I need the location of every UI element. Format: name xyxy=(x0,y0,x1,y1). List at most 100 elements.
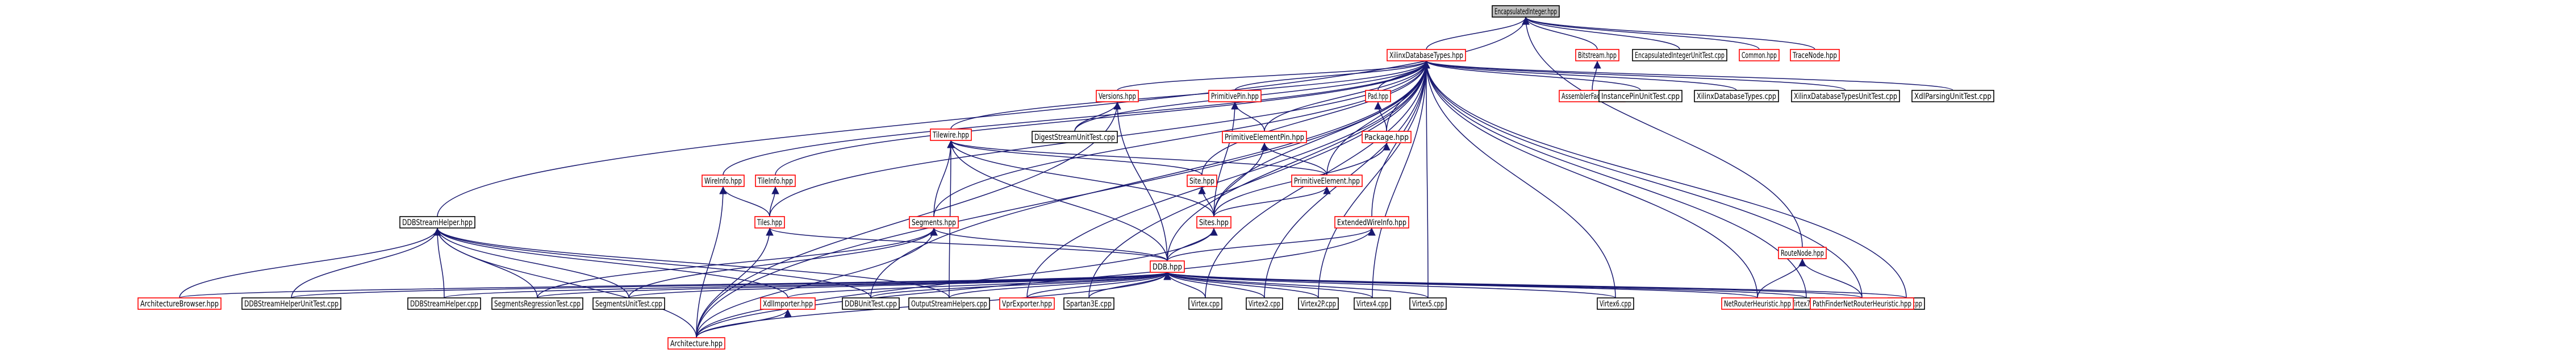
edge-virtexe-to-ddb xyxy=(1164,272,1907,298)
node-virtex6[interactable]: Virtex6.cpp xyxy=(1597,297,1634,310)
edge-outputstream-to-ddb xyxy=(949,272,1171,298)
edge-virtex6-to-xilinxdb xyxy=(1422,60,1616,298)
node-virtex5[interactable]: Virtex5.cpp xyxy=(1409,297,1447,310)
node-box xyxy=(1246,297,1283,310)
node-virtex2p[interactable]: Virtex2P.cpp xyxy=(1298,297,1339,310)
node-ddb[interactable]: DDB.hpp xyxy=(1150,260,1185,273)
node-common[interactable]: Common.hpp xyxy=(1739,49,1780,61)
node-archbrowser[interactable]: ArchitectureBrowser.hpp xyxy=(137,297,222,310)
node-label: Tilewire.hpp xyxy=(932,131,969,140)
node-tiles[interactable]: Tiles.hpp xyxy=(754,216,785,229)
node-primpin[interactable]: PrimitivePin.hpp xyxy=(1208,90,1262,102)
node-ddbunit[interactable]: DDBUnitTest.cpp xyxy=(842,297,900,310)
node-segunit[interactable]: SegmentsUnitTest.cpp xyxy=(592,297,665,310)
node-label: PrimitiveElement.hpp xyxy=(1294,177,1360,186)
node-box xyxy=(1694,90,1779,102)
edge-primelem-to-primelempin xyxy=(1260,142,1327,176)
node-segments[interactable]: Segments.hpp xyxy=(909,216,959,229)
edge-sites-to-primpin xyxy=(1213,101,1239,217)
node-primelempin[interactable]: PrimitiveElementPin.hpp xyxy=(1222,131,1307,143)
node-xdlimporter[interactable]: XdlImporter.hpp xyxy=(760,297,816,310)
node-digest[interactable]: DigestStreamUnitTest.cpp xyxy=(1032,131,1118,143)
node-wireinfo[interactable]: WireInfo.hpp xyxy=(702,175,745,187)
edge-vprexporter-to-ddb xyxy=(1026,272,1171,298)
node-routenode[interactable]: RouteNode.hpp xyxy=(1778,247,1827,259)
node-encapsulated: EncapsulatedInteger.hpp xyxy=(1492,5,1560,18)
node-box xyxy=(1096,90,1139,102)
node-box xyxy=(241,297,341,310)
edge-tileinfo-to-xilinxdb xyxy=(775,60,1430,176)
node-label: XilinxDatabaseTypes.hpp xyxy=(1389,51,1463,60)
node-label: EncapsulatedIntegerUnitTest.cpp xyxy=(1635,51,1725,60)
edge-primelem-to-tilewire xyxy=(947,140,1327,176)
edge-virtex4-to-ddb xyxy=(1163,272,1373,298)
edge-virtex2p-to-ddb xyxy=(1163,272,1319,298)
edge-pathfinder-to-ddb xyxy=(1164,272,1863,298)
node-label: TraceNode.hpp xyxy=(1792,51,1837,60)
node-tileinfo[interactable]: TileInfo.hpp xyxy=(755,175,796,187)
node-segregress[interactable]: SegmentsRegressionTest.cpp xyxy=(491,297,583,310)
edge-segunit-to-ddb xyxy=(628,272,1171,298)
node-box xyxy=(1632,49,1727,61)
node-label: Architecture.hpp xyxy=(670,339,723,348)
node-instancepin[interactable]: InstancePinUnitTest.cpp xyxy=(1598,90,1682,102)
node-label: XdlParsingUnitTest.cpp xyxy=(1914,92,1992,101)
node-xdbtypescpp[interactable]: XilinxDatabaseTypes.cpp xyxy=(1694,90,1779,102)
node-outputstream[interactable]: OutputStreamHelpers.cpp xyxy=(908,297,990,310)
node-extwire[interactable]: ExtendedWireInfo.hpp xyxy=(1334,216,1409,229)
node-label: Sites.hpp xyxy=(1199,218,1229,227)
node-tilewire[interactable]: Tilewire.hpp xyxy=(930,128,972,141)
node-primelem[interactable]: PrimitiveElement.hpp xyxy=(1291,175,1363,187)
node-ddbstreamcpp[interactable]: DDBStreamHelper.cpp xyxy=(407,297,481,310)
edge-sites-to-site xyxy=(1198,186,1214,217)
node-label: PrimitiveElementPin.hpp xyxy=(1225,133,1304,142)
edge-layer xyxy=(179,16,1953,338)
edge-primpin-to-xilinxdb xyxy=(1234,60,1430,91)
node-spartan3e[interactable]: Spartan3E.cpp xyxy=(1063,297,1114,310)
edge-segments-to-xilinxdb xyxy=(933,60,1430,217)
node-ddbstream[interactable]: DDBStreamHelper.hpp xyxy=(399,216,475,229)
node-vprexporter[interactable]: VprExporter.hpp xyxy=(999,297,1055,310)
node-box xyxy=(1365,90,1391,102)
node-label: Common.hpp xyxy=(1742,51,1777,60)
node-box xyxy=(1362,131,1412,143)
edge-common-to-encapsulated xyxy=(1522,16,1760,50)
node-xdlparsing[interactable]: XdlParsingUnitTest.cpp xyxy=(1911,90,1994,102)
node-label: PathFinderNetRouterHeuristic.hpp xyxy=(1813,300,1911,309)
node-box xyxy=(1334,216,1409,229)
node-ddbstreamunit[interactable]: DDBStreamHelperUnitTest.cpp xyxy=(241,297,341,310)
node-versions[interactable]: Versions.hpp xyxy=(1096,90,1139,102)
node-xilinxdb[interactable]: XilinxDatabaseTypes.hpp xyxy=(1387,49,1466,61)
edge-xdbtypescpp-to-xilinxdb xyxy=(1422,60,1737,91)
node-box xyxy=(1063,297,1114,310)
node-encunit[interactable]: EncapsulatedIntegerUnitTest.cpp xyxy=(1632,49,1727,61)
node-xdbtypesunit[interactable]: XilinxDatabaseTypesUnitTest.cpp xyxy=(1791,90,1900,102)
node-virtex2[interactable]: Virtex2.cpp xyxy=(1246,297,1283,310)
node-sites[interactable]: Sites.hpp xyxy=(1196,216,1231,229)
node-virtex4[interactable]: Virtex4.cpp xyxy=(1354,297,1391,310)
node-netrouter[interactable]: NetRouterHeuristic.hpp xyxy=(1721,297,1794,310)
edge-architecture-to-ddbstream xyxy=(433,227,697,338)
node-box xyxy=(1222,131,1307,143)
node-site[interactable]: Site.hpp xyxy=(1187,175,1217,187)
edge-sites-to-primelempin xyxy=(1213,142,1268,217)
node-box xyxy=(137,297,222,310)
node-label: DDBStreamHelperUnitTest.cpp xyxy=(244,300,339,309)
node-pad[interactable]: Pad.hpp xyxy=(1365,90,1391,102)
node-bitstream[interactable]: Bitstream.hpp xyxy=(1575,49,1619,61)
edge-segregress-to-segments xyxy=(537,227,938,298)
node-tracenode[interactable]: TraceNode.hpp xyxy=(1790,49,1840,61)
node-box xyxy=(908,297,990,310)
node-virtex[interactable]: Virtex.cpp xyxy=(1188,297,1222,310)
edge-spartan3e-to-xilinxdb xyxy=(1088,60,1430,298)
edge-virtex7-to-ddb xyxy=(1164,272,1807,298)
node-package[interactable]: Package.hpp xyxy=(1362,131,1412,143)
node-architecture[interactable]: Architecture.hpp xyxy=(667,337,725,350)
edge-tiles-to-tileinfo xyxy=(769,186,779,217)
node-pathfinder[interactable]: PathFinderNetRouterHeuristic.hpp xyxy=(1810,297,1914,310)
edge-netrouter-to-xilinxdb xyxy=(1422,60,1758,298)
node-label: Virtex6.cpp xyxy=(1600,300,1631,309)
edge-encunit-to-encapsulated xyxy=(1522,16,1680,50)
edge-segments-to-tilewire xyxy=(933,140,955,217)
node-label: SegmentsUnitTest.cpp xyxy=(595,300,662,309)
